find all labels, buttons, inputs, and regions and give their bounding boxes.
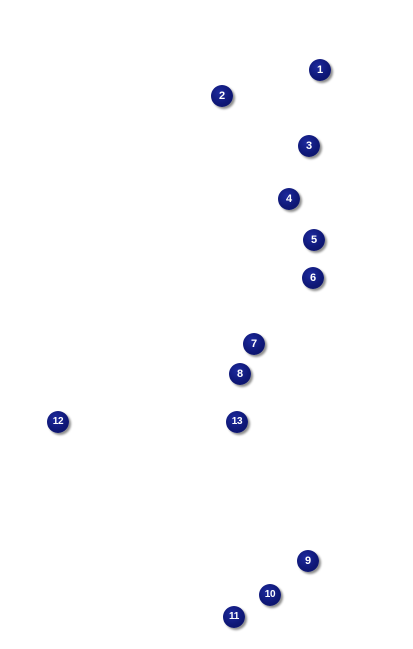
numbered-marker-8[interactable]: 8 (229, 363, 251, 385)
numbered-marker-11[interactable]: 11 (223, 606, 245, 628)
numbered-marker-5[interactable]: 5 (303, 229, 325, 251)
numbered-marker-12[interactable]: 12 (47, 411, 69, 433)
numbered-marker-4[interactable]: 4 (278, 188, 300, 210)
numbered-marker-13[interactable]: 13 (226, 411, 248, 433)
numbered-marker-7[interactable]: 7 (243, 333, 265, 355)
numbered-marker-6[interactable]: 6 (302, 267, 324, 289)
numbered-marker-10[interactable]: 10 (259, 584, 281, 606)
numbered-marker-3[interactable]: 3 (298, 135, 320, 157)
numbered-marker-2[interactable]: 2 (211, 85, 233, 107)
numbered-marker-1[interactable]: 1 (309, 59, 331, 81)
numbered-marker-9[interactable]: 9 (297, 550, 319, 572)
